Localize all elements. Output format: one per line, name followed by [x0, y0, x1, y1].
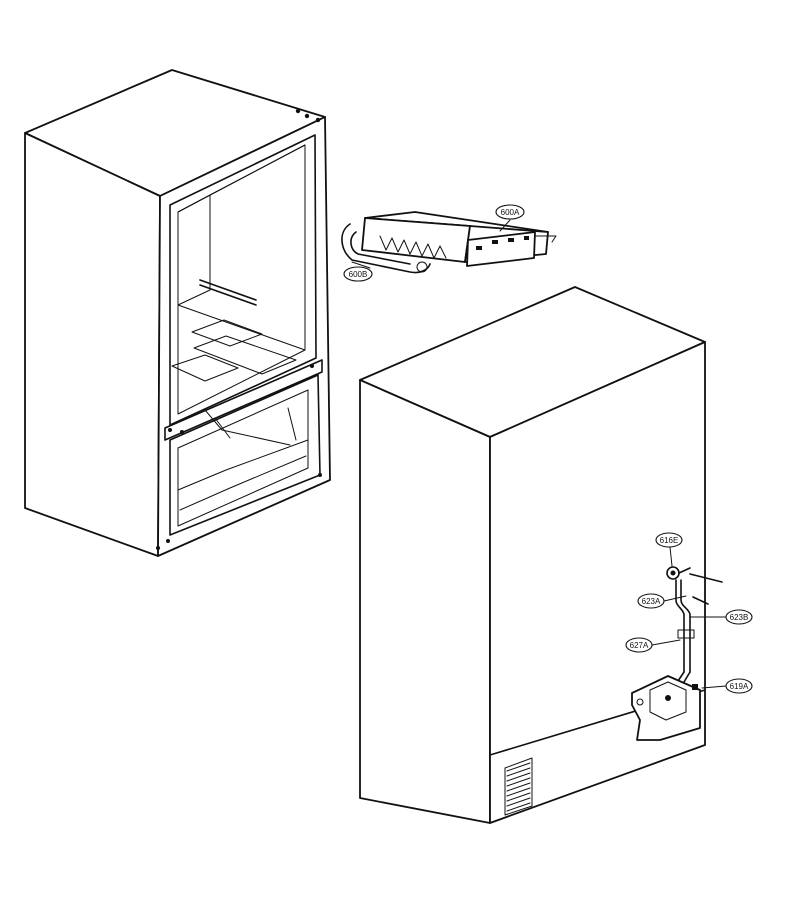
- cabinet-front-face: [157, 116, 331, 557]
- svg-text:600A: 600A: [501, 208, 520, 217]
- callout-616e: 616E: [655, 532, 683, 548]
- rear-cabinet-side: [359, 379, 491, 824]
- svg-text:600B: 600B: [349, 270, 368, 279]
- callout-627a: 627A: [625, 637, 653, 653]
- callout-600a: 600A: [495, 204, 525, 220]
- callout-600b: 600B: [343, 266, 373, 282]
- callout-leaders: [351, 219, 729, 689]
- callout-623b: 623B: [725, 609, 753, 625]
- svg-text:619A: 619A: [730, 682, 749, 691]
- cabinet-side-face: [24, 132, 161, 557]
- cabinet-rear-view: [359, 286, 723, 824]
- water-valve-bracket: [631, 675, 701, 741]
- svg-text:627A: 627A: [630, 641, 649, 650]
- callout-619a: 619A: [725, 678, 753, 694]
- callout-623a: 623A: [637, 593, 665, 609]
- svg-text:623B: 623B: [730, 613, 749, 622]
- cabinet-front-view: [24, 69, 331, 557]
- svg-text:616E: 616E: [660, 536, 679, 545]
- svg-text:623A: 623A: [642, 597, 661, 606]
- vent-grille: [504, 757, 533, 816]
- compartment-divider: [164, 359, 323, 441]
- ice-maker-assembly: [341, 211, 557, 274]
- fresh-food-compartment: [169, 134, 317, 426]
